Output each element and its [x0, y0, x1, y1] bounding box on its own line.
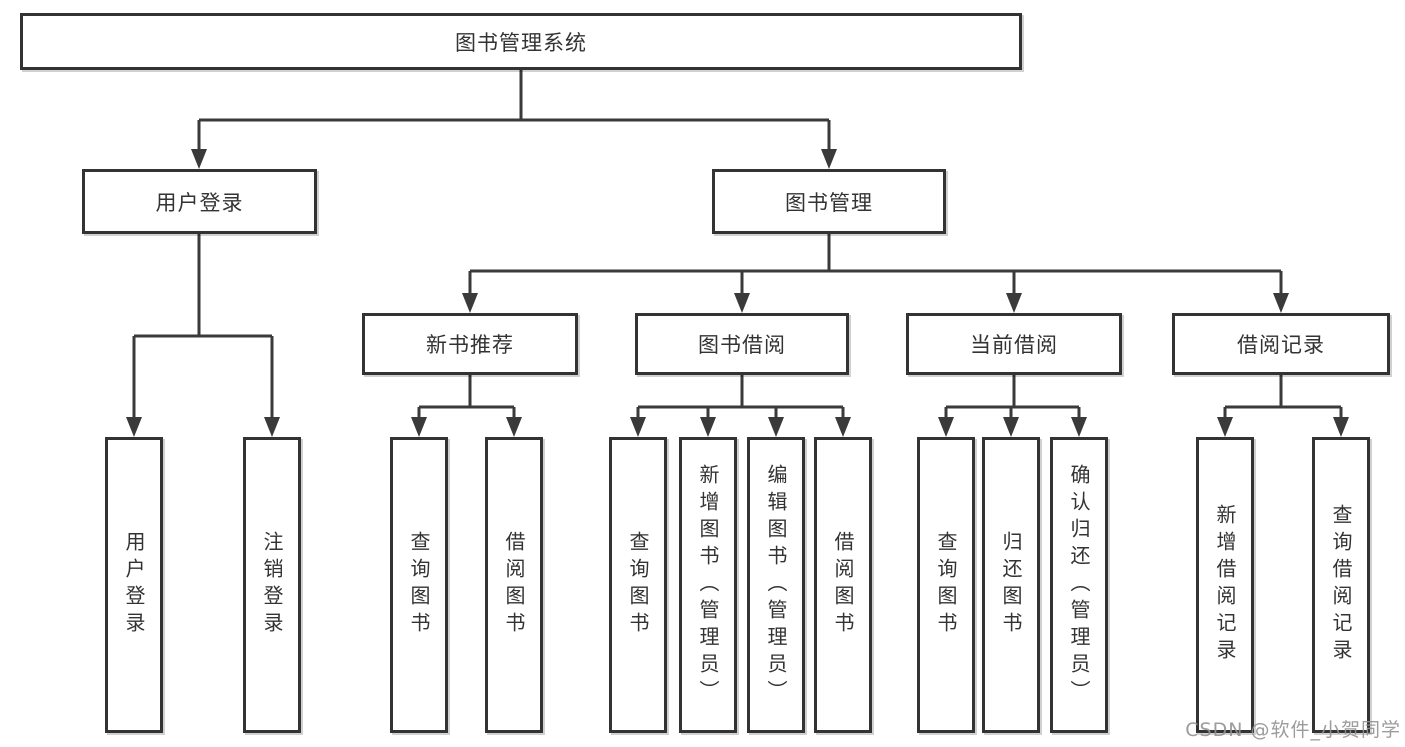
leaf-query-books-borrow: 查询图书 [609, 437, 667, 733]
leaf-query-books-recommend: 查询图书 [390, 437, 448, 733]
leaf-query-borrow-record: 查询借阅记录 [1312, 437, 1370, 733]
connector-new-book-recommendation-to-children [411, 375, 522, 437]
leaf-return-books: 归还图书 [982, 437, 1040, 733]
connector-book-management-to-level3 [462, 234, 1289, 313]
node-book-management: 图书管理 [712, 169, 946, 234]
leaf-add-books-admin: 新增图书（管理员） [679, 437, 737, 733]
node-library-management-system: 图书管理系统 [20, 13, 1022, 70]
node-book-borrowing: 图书借阅 [635, 313, 849, 375]
node-borrowing-records: 借阅记录 [1172, 313, 1390, 375]
node-user-login: 用户登录 [82, 169, 317, 234]
connector-current-borrowing-to-children [938, 375, 1087, 437]
leaf-add-borrow-record: 新增借阅记录 [1196, 437, 1254, 733]
node-current-borrowing: 当前借阅 [906, 313, 1122, 375]
connector-root-to-level2 [191, 70, 837, 169]
leaf-user-login: 用户登录 [105, 437, 163, 733]
leaf-logout: 注销登录 [243, 437, 301, 733]
leaf-edit-books-admin: 编辑图书（管理员） [747, 437, 805, 733]
leaf-query-books-current: 查询图书 [917, 437, 975, 733]
node-new-book-recommendation: 新书推荐 [362, 313, 578, 375]
leaf-borrow-books-recommend: 借阅图书 [485, 437, 543, 733]
leaf-confirm-return-admin: 确认归还（管理员） [1050, 437, 1108, 733]
connector-borrowing-records-to-children [1217, 375, 1349, 437]
connector-user-login-to-children [126, 234, 280, 437]
csdn-watermark: CSDN @软件_小贺同学 [1185, 719, 1401, 741]
connector-book-borrowing-to-children [630, 375, 851, 437]
leaf-borrow-books: 借阅图书 [814, 437, 872, 733]
